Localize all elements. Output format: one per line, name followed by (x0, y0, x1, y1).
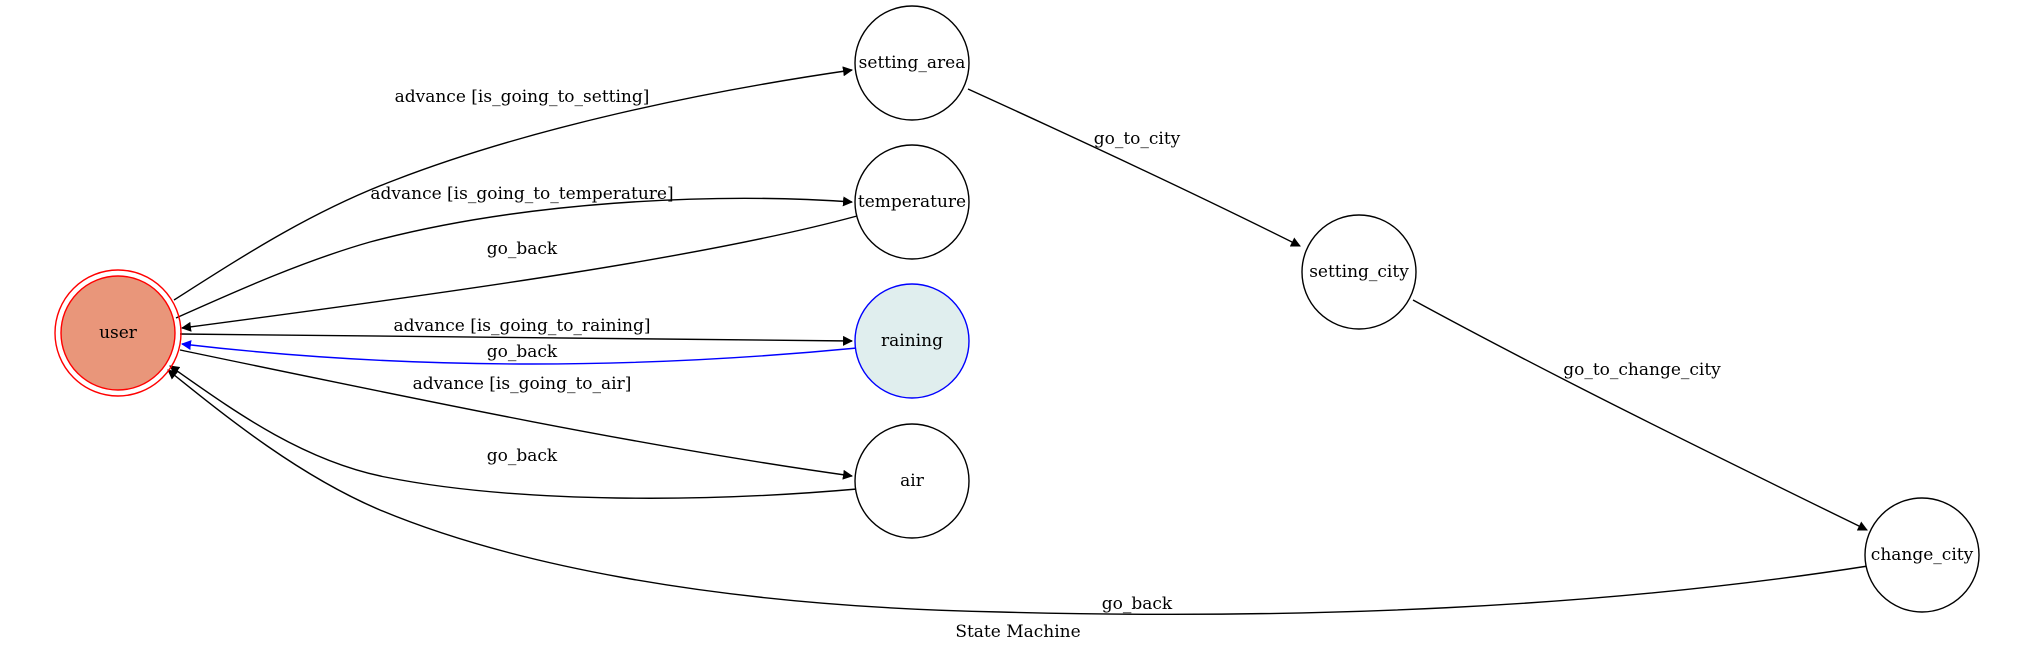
state-temperature[interactable]: temperature (854, 144, 970, 260)
state-user-label: user (99, 323, 138, 343)
edge-air-to-user (169, 365, 858, 499)
edge-user-to-raining (179, 333, 853, 346)
state-raining[interactable]: raining (854, 283, 970, 399)
diagram-title: State Machine (955, 622, 1080, 642)
state-setting_city-label: setting_city (1309, 262, 1409, 282)
state-temperature-circle (854, 144, 970, 260)
state-user[interactable]: user (54, 269, 182, 397)
state-air[interactable]: air (854, 423, 970, 539)
edge-label-user-to-setting_area: advance [is_going_to_setting] (395, 87, 650, 107)
state-raining-label: raining (881, 331, 943, 351)
state-setting_city[interactable]: setting_city (1301, 214, 1417, 330)
edge-setting_city-to-change_city (1412, 299, 1868, 531)
state-user-outer-ring (54, 269, 182, 397)
state-change_city-circle (1864, 497, 1980, 613)
state-setting_area-circle (854, 5, 970, 121)
state-air-circle (854, 423, 970, 539)
state-change_city-label: change_city (1871, 545, 1974, 565)
state-air-label: air (900, 471, 925, 491)
edge-user-to-setting_area (173, 66, 853, 301)
edge-label-air-to-user: go_back (487, 446, 558, 466)
edge-label-raining-to-user: go_back (487, 342, 558, 362)
state-setting_city-circle (1301, 214, 1417, 330)
edge-change_city-to-user (167, 369, 1869, 616)
state-setting_area-label: setting_area (859, 53, 966, 73)
edge-label-change_city-to-user: go_back (1102, 594, 1173, 614)
edge-setting_area-to-setting_city (967, 88, 1301, 247)
edge-user-to-air (179, 349, 853, 480)
edge-user-to-temperature (175, 196, 853, 319)
state-temperature-label: temperature (858, 192, 966, 212)
state-setting_area[interactable]: setting_area (854, 5, 970, 121)
edge-label-user-to-air: advance [is_going_to_air] (413, 374, 632, 394)
state-change_city[interactable]: change_city (1864, 497, 1980, 613)
edge-raining-to-user (181, 340, 858, 365)
edge-label-temperature-to-user: go_back (487, 239, 558, 259)
state-raining-circle (854, 283, 970, 399)
edge-label-user-to-raining: advance [is_going_to_raining] (394, 316, 651, 336)
edge-label-setting_city-to-change_city: go_to_change_city (1563, 360, 1721, 380)
state-user-circle (60, 275, 176, 391)
edge-label-setting_area-to-setting_city: go_to_city (1094, 129, 1181, 149)
edge-temperature-to-user (181, 215, 858, 332)
transition-labels: advance [is_going_to_setting] advance [i… (370, 87, 1721, 614)
edge-label-user-to-temperature: advance [is_going_to_temperature] (370, 184, 673, 204)
transition-edges (167, 66, 1869, 616)
